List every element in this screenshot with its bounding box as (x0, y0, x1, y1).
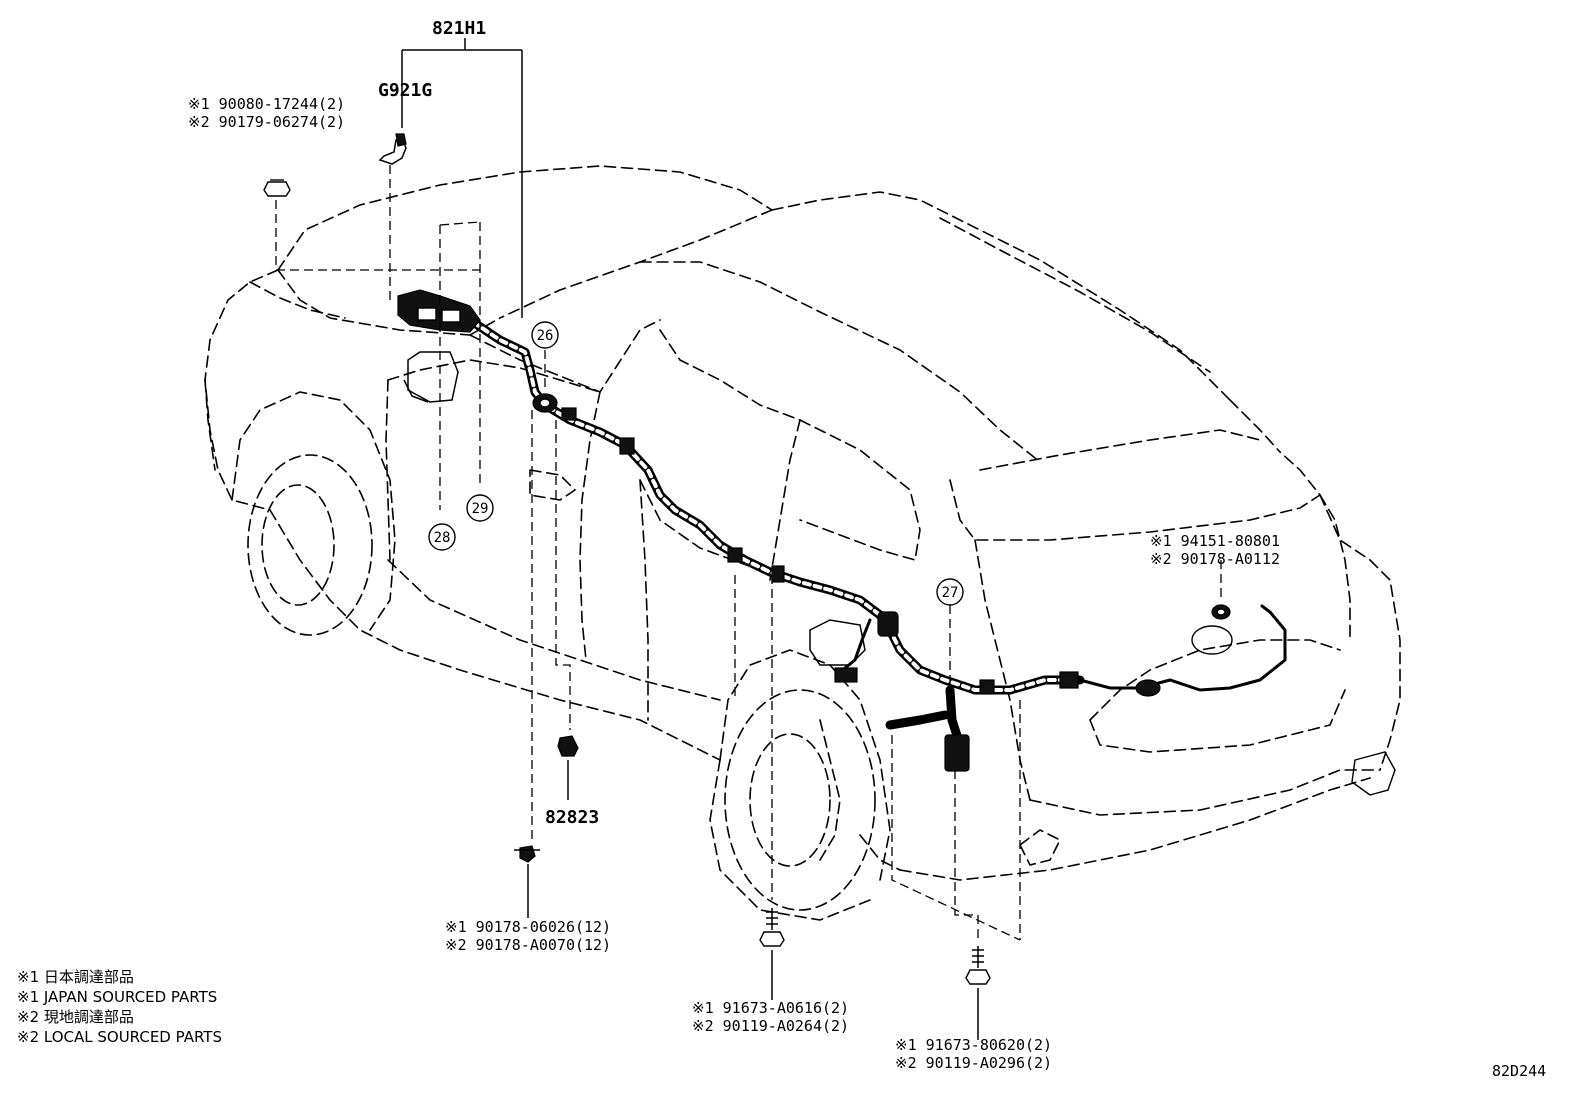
grommet-local-part: ※2 90178-A0112 (1150, 550, 1280, 568)
label-82823: 82823 (545, 807, 599, 828)
legend-line-3: ※2 現地調達部品 (17, 1008, 134, 1026)
bolt-a-local-part: ※2 90119-A0264(2) (692, 1017, 849, 1035)
part-group-bolt-b: ※1 91673-80620(2) ※2 90119-A0296(2) (895, 1036, 1052, 1072)
vehicle-outline (204, 165, 1401, 921)
callout-29-label: 29 (472, 501, 489, 517)
leader-lines (275, 38, 1222, 1040)
clip-local-part: ※2 90178-A0070(12) (445, 936, 611, 954)
part-group-front-nut: ※1 90080-17244(2) ※2 90179-06274(2) (188, 95, 345, 131)
callout-29: 29 (466, 494, 494, 522)
part-group-clip-bottom: ※1 90178-06026(12) ※2 90178-A0070(12) (445, 918, 611, 954)
callout-28-label: 28 (434, 530, 451, 546)
legend-line-4: ※2 LOCAL SOURCED PARTS (17, 1028, 222, 1046)
label-g921g: G921G (378, 80, 432, 101)
callout-26-label: 26 (537, 328, 554, 344)
bolt-b-japan-part: ※1 91673-80620(2) (895, 1036, 1052, 1054)
legend-line-2: ※1 JAPAN SOURCED PARTS (17, 988, 217, 1006)
label-821h1: 821H1 (432, 18, 486, 39)
bolt-a-japan-part: ※1 91673-A0616(2) (692, 999, 849, 1017)
figure-id: 82D244 (1492, 1062, 1546, 1080)
callout-28: 28 (428, 523, 456, 551)
bolt-b-local-part: ※2 90119-A0296(2) (895, 1054, 1052, 1072)
floor-wire-harness (263, 133, 1287, 985)
front-nut-japan-part: ※1 90080-17244(2) (188, 95, 345, 113)
callout-26: 26 (531, 321, 559, 349)
part-group-bolt-a: ※1 91673-A0616(2) ※2 90119-A0264(2) (692, 999, 849, 1035)
clip-japan-part: ※1 90178-06026(12) (445, 918, 611, 936)
front-nut-local-part: ※2 90179-06274(2) (188, 113, 345, 131)
callout-27: 27 (936, 578, 964, 606)
legend-line-1: ※1 日本調達部品 (17, 968, 134, 986)
callout-27-label: 27 (942, 585, 959, 601)
grommet-japan-part: ※1 94151-80801 (1150, 532, 1280, 550)
legend: ※1 日本調達部品 ※1 JAPAN SOURCED PARTS ※2 現地調達… (17, 968, 222, 1046)
part-group-rear-grommet: ※1 94151-80801 ※2 90178-A0112 (1150, 532, 1280, 568)
